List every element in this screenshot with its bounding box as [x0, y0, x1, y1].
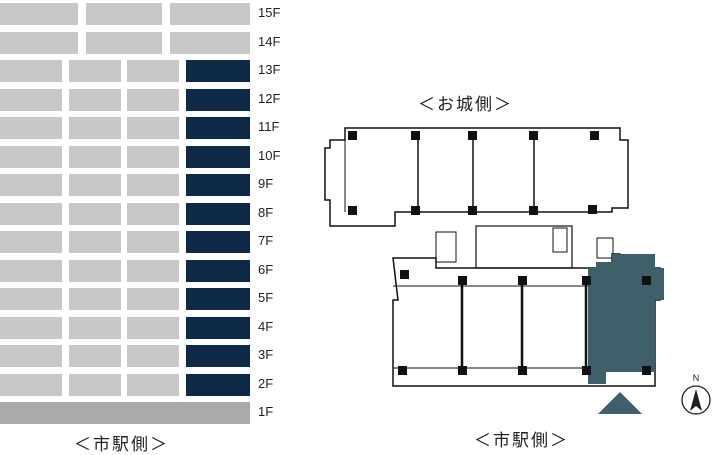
unit-cell [0, 3, 78, 25]
unit-cell [127, 202, 179, 225]
highlighted-unit [588, 254, 664, 384]
plan-top-caption: ＜お城側＞ [418, 95, 513, 115]
unit-cell [69, 145, 121, 168]
plan-columns [348, 131, 651, 375]
unit-cell [69, 60, 121, 82]
highlighted-unit-cell [186, 316, 250, 339]
floor-label: 2F [258, 375, 274, 391]
entrance-marker [598, 392, 642, 414]
unit-cell [86, 3, 162, 25]
highlighted-unit-cell [186, 345, 250, 367]
unit-cell [69, 231, 121, 253]
unit-cell [86, 31, 162, 54]
floor-label: 1F [258, 404, 274, 419]
highlighted-unit-cell [186, 231, 250, 253]
floor-label: 6F [258, 261, 274, 277]
unit-cell [127, 145, 179, 168]
highlighted-unit-cell [186, 145, 250, 168]
unit-cell [0, 145, 62, 168]
highlighted-unit-cell [186, 60, 250, 82]
unit-cell [0, 259, 62, 282]
unit-cell [0, 373, 62, 396]
unit-cell [0, 202, 62, 225]
unit-cell [127, 231, 179, 253]
unit-cell [69, 316, 121, 339]
unit-cell [0, 316, 62, 339]
unit-cell [127, 88, 179, 111]
unit-cell [69, 202, 121, 225]
floor-label: 15F [258, 5, 281, 20]
unit-cell [170, 31, 250, 54]
floor-label: 9F [258, 176, 274, 191]
highlighted-unit-cell [186, 117, 250, 139]
unit-cell [69, 373, 121, 396]
unit-cell [127, 60, 179, 82]
highlighted-unit-cell [186, 259, 250, 282]
unit-cell [0, 174, 62, 196]
compass-icon [681, 385, 711, 415]
unit-cell [0, 117, 62, 139]
unit-cell [0, 88, 62, 111]
floor-label: 14F [258, 33, 281, 49]
floor-label: 4F [258, 318, 274, 334]
floor-label: 3F [258, 347, 274, 362]
unit-cell [127, 288, 179, 310]
unit-cell [0, 402, 250, 424]
unit-cell [69, 174, 121, 196]
unit-cell [69, 345, 121, 367]
floor-label: 7F [258, 233, 274, 248]
floor-label: 13F [258, 62, 281, 77]
floor-label: 8F [258, 204, 274, 220]
plan-bottom-caption: ＜市駅側＞ [474, 431, 569, 451]
highlighted-unit-cell [186, 88, 250, 111]
floor-label: 5F [258, 290, 274, 305]
highlighted-unit-cell [186, 174, 250, 196]
unit-cell [170, 3, 250, 25]
unit-cell [127, 316, 179, 339]
unit-cell [127, 259, 179, 282]
unit-cell [0, 288, 62, 310]
stack-caption: ＜市駅側＞ [74, 435, 169, 455]
floor-label: 11F [258, 119, 280, 134]
unit-cell [69, 288, 121, 310]
unit-cell [0, 231, 62, 253]
unit-cell [127, 345, 179, 367]
unit-cell [69, 259, 121, 282]
unit-cell [0, 60, 62, 82]
unit-cell [0, 31, 78, 54]
unit-cell [69, 117, 121, 139]
floor-stack [0, 0, 252, 424]
unit-cell [127, 373, 179, 396]
compass-label: N [693, 373, 700, 383]
floor-label: 10F [258, 147, 281, 163]
highlighted-unit-cell [186, 288, 250, 310]
highlighted-unit-cell [186, 202, 250, 225]
unit-cell [127, 117, 179, 139]
floor-label: 12F [258, 90, 281, 106]
highlighted-unit-cell [186, 373, 250, 396]
unit-cell [127, 174, 179, 196]
unit-cell [0, 345, 62, 367]
unit-cell [69, 88, 121, 111]
